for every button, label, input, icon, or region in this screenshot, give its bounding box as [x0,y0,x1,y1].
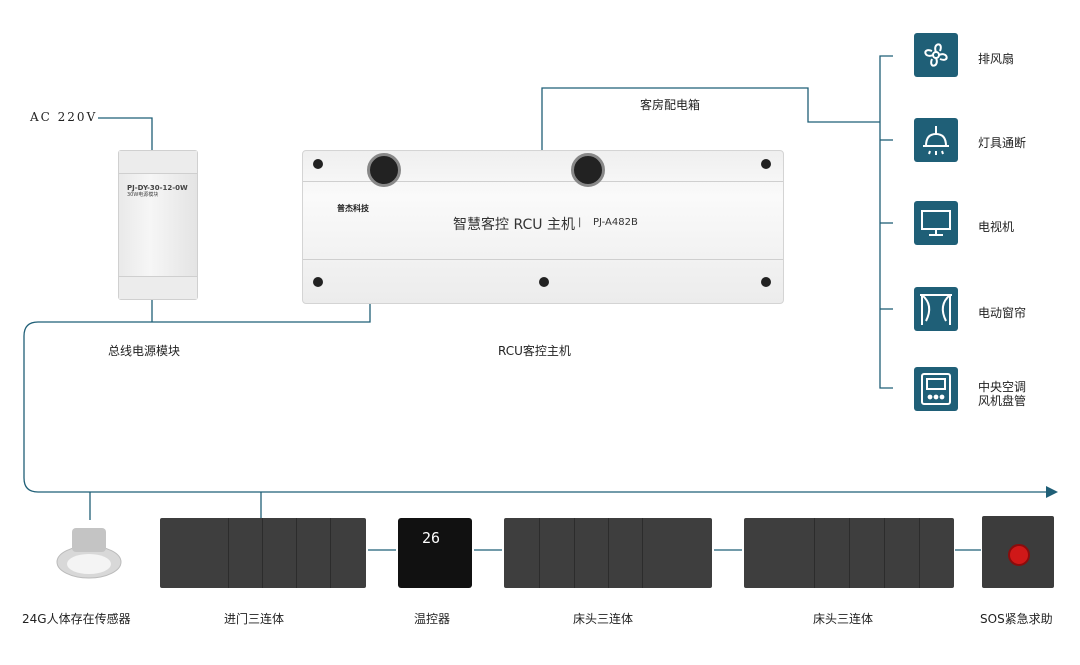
exhaust-fan-label: 排风扇 [978,52,1015,66]
rcu-model: PJ-A482B [593,217,638,228]
rcu-host-device: 普杰科技 智慧客控 RCU 主机 | PJ-A482B [302,150,784,304]
rcu-title: 智慧客控 RCU 主机 [453,217,575,233]
curtain-icon [914,287,958,331]
lighting-label: 灯具通断 [978,136,1027,150]
rcu-brand: 普杰科技 [337,204,369,213]
fan-icon [914,33,958,77]
central-ac-label: 中央空调 风机盘管 [978,380,1026,408]
central-ac-label-line2: 风机盘管 [978,394,1027,408]
thermostat-display: 26 [422,529,441,547]
tv-label: 电视机 [978,220,1015,234]
psu-subtitle: 30W电源模块 [127,192,159,198]
psu-model: PJ-DY-30-12-0W [127,184,188,192]
curtain-label: 电动窗帘 [978,306,1027,320]
central-ac-label-line1: 中央空调 [978,380,1027,394]
monitor-icon [914,201,958,245]
bedside-panel-1 [504,518,712,588]
entrance-panel-label: 进门三连体 [224,612,285,626]
rcu-separator: | [578,217,582,228]
bus-power-module: PJ-DY-30-12-0W 30W电源模块 [118,150,198,300]
entrance-panel [160,518,366,588]
presence-sensor [56,528,122,579]
ac-input-label: AC 220V [30,110,98,124]
rcu-host-label: RCU客控主机 [498,344,571,358]
sensor-label: 24G人体存在传感器 [22,612,131,626]
bedside-panel-2-label: 床头三连体 [813,612,874,626]
sos-label: SOS紧急求助 [980,612,1053,626]
thermostat-label: 温控器 [414,612,451,626]
distribution-box-label: 客房配电箱 [640,98,701,112]
ac-controller-icon [914,367,958,411]
bedside-panel-2 [744,518,954,588]
thermostat-device: 26 [398,518,472,588]
sos-device [982,516,1054,588]
bedside-panel-1-label: 床头三连体 [573,612,634,626]
bus-power-module-label: 总线电源模块 [108,344,181,358]
sos-button [1008,544,1030,566]
ceiling-lamp-icon [914,118,958,162]
